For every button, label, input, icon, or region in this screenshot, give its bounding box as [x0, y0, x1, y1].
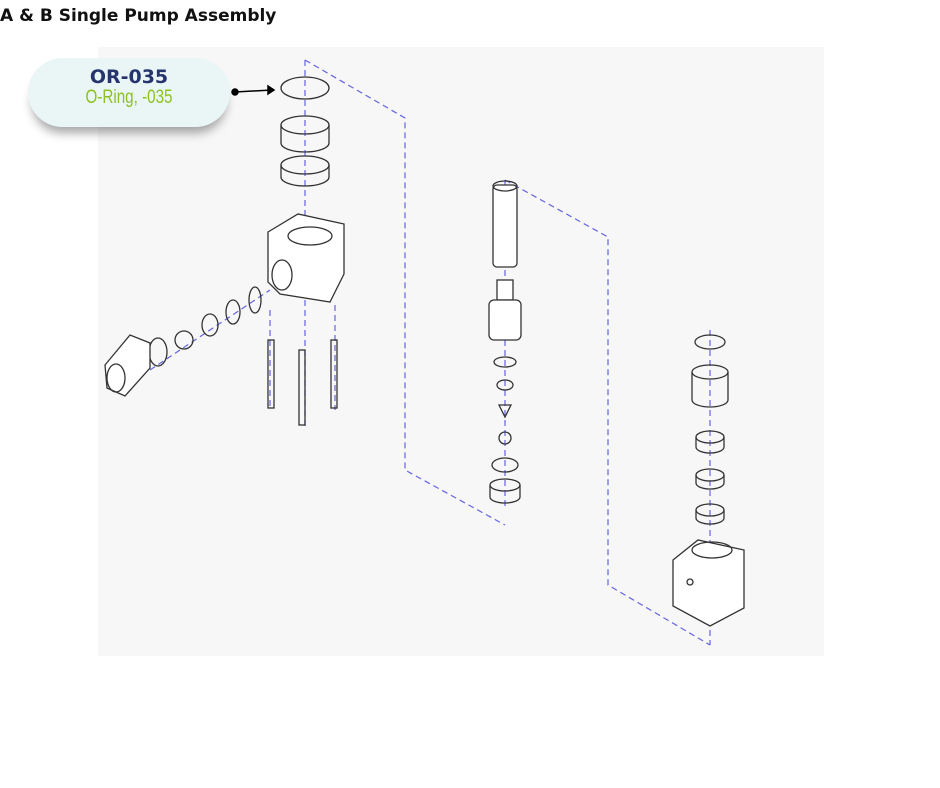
right-pump-parts: [672, 334, 745, 627]
callout-part-number: OR-035: [89, 66, 169, 88]
page-title: A & B Single Pump Assembly: [0, 6, 277, 26]
left-pump-parts: [104, 76, 345, 426]
assembly-dashed-lines: [149, 59, 711, 646]
middle-pump-parts: [488, 180, 522, 504]
callout-leader-arrow: [231, 84, 276, 96]
callout-part-description: O-Ring, -035: [85, 87, 173, 108]
part-callout-badge: OR-035 O-Ring, -035: [28, 58, 230, 127]
o-ring-035: [280, 76, 330, 100]
